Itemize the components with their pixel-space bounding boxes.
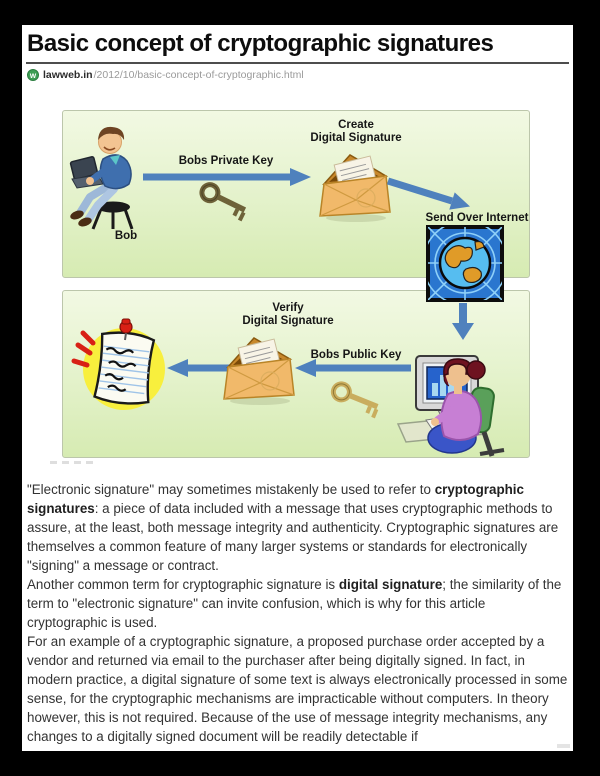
page-corner-artifact: [557, 744, 570, 748]
signed-envelope-icon: [319, 154, 391, 222]
verify-result-arrow: [167, 359, 230, 377]
down-arrow: [452, 303, 474, 340]
send-over-internet-label: Send Over Internet: [425, 212, 529, 224]
verified-document-icon: [71, 318, 165, 410]
verify-signature-label: Verify Digital Signature: [242, 302, 334, 327]
private-key-icon: [199, 182, 247, 222]
source-path: /2012/10/basic-concept-of-cryptographic.…: [93, 69, 304, 81]
site-favicon-icon: w: [27, 69, 39, 81]
document-page: Basic concept of cryptographic signature…: [22, 25, 573, 751]
received-envelope-icon: [223, 337, 295, 405]
send-arrow: [386, 177, 470, 210]
paragraph: For an example of a cryptographic signat…: [27, 634, 568, 744]
public-key-label: Bobs Public Key: [310, 349, 402, 361]
paragraph: "Electronic signature" may sometimes mis…: [27, 482, 559, 573]
create-signature-label: Create Digital Signature: [310, 119, 402, 144]
recipient-at-computer-illustration: [396, 355, 505, 457]
private-key-label: Bobs Private Key: [178, 155, 274, 167]
signature-process-diagram: Bob Bobs Private Key Create: [22, 25, 573, 475]
bob-at-laptop-illustration: [69, 126, 134, 230]
diagram-caption-artifact: [50, 461, 93, 464]
article-body: "Electronic signature" may sometimes mis…: [27, 480, 569, 746]
public-key-arrow: [295, 359, 411, 377]
source-site: lawweb.in: [43, 69, 93, 81]
public-key-icon: [330, 381, 379, 419]
internet-globe-icon: [426, 225, 504, 302]
paragraph: Another common term for cryptographic si…: [27, 577, 562, 630]
private-key-arrow: [143, 168, 311, 186]
page-title: Basic concept of cryptographic signature…: [27, 30, 494, 57]
bob-label: Bob: [114, 230, 138, 242]
title-divider: [26, 62, 569, 64]
source-link[interactable]: w lawweb.in/2012/10/basic-concept-of-cry…: [27, 68, 567, 82]
